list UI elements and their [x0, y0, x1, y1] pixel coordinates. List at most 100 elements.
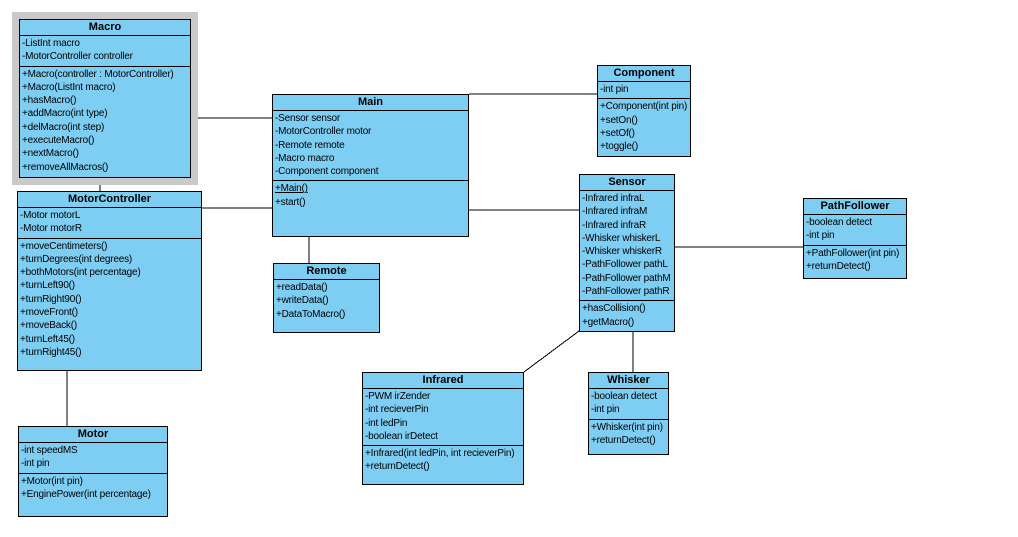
- method: +setOn(): [600, 114, 638, 126]
- attributes-compartment: -int speedMS -int pin: [19, 442, 167, 473]
- attribute: -Whisker whiskerR: [582, 246, 662, 258]
- method: +PathFollower(int pin): [806, 247, 900, 259]
- method: +EnginePower(int percentage): [21, 488, 151, 500]
- class-main[interactable]: Main -Sensor sensor -MotorController moto…: [272, 94, 469, 237]
- attribute: -PathFollower pathL: [582, 259, 668, 271]
- attributes-compartment: -ListInt macro -MotorController controlle…: [20, 35, 190, 66]
- methods-compartment: +hasCollision()+getMacro(): [580, 300, 674, 331]
- method: +writeData(): [276, 295, 329, 307]
- method: +Whisker(int pin): [591, 421, 663, 433]
- class-motor[interactable]: Motor -int speedMS -int pin +Motor(int pi…: [18, 426, 168, 517]
- method: +returnDetect(): [806, 260, 871, 272]
- class-title: Sensor: [608, 176, 646, 188]
- method: +removeAllMacros(): [22, 161, 109, 173]
- method: +DataToMacro(): [276, 308, 346, 320]
- method: +getMacro(): [582, 316, 634, 328]
- class-sensor[interactable]: Sensor -Infrared infraL-Infrared infraM-…: [579, 174, 675, 332]
- method: +Component(int pin): [600, 101, 688, 113]
- method: +turnLeft90(): [20, 280, 75, 292]
- class-title: Macro: [88, 21, 122, 33]
- attribute: -int pin: [806, 230, 835, 242]
- method: +returnDetect(): [365, 461, 430, 473]
- class-title: PathFollower: [820, 200, 890, 212]
- attribute: -Whisker whiskerL: [582, 232, 661, 244]
- methods-compartment: +moveCentimeters()+turnDegrees(int degre…: [18, 237, 201, 370]
- attributes-compartment: -Motor motorL -Motor motorR: [18, 207, 201, 238]
- attributes-compartment: -boolean detect -int pin: [804, 214, 906, 245]
- class-title: Motor: [77, 428, 109, 440]
- method: +returnDetect(): [591, 434, 656, 446]
- method: +Main(): [275, 183, 308, 195]
- class-remote[interactable]: Remote +readData() +writeData()+DataToMac…: [273, 263, 380, 333]
- method: +readData(): [276, 282, 328, 293]
- method: +turnLeft45(): [20, 333, 75, 345]
- methods-compartment: +Main()+start(): [273, 180, 468, 236]
- class-whisker[interactable]: Whisker -boolean detect-int pin +Whisker…: [588, 372, 669, 455]
- attribute: -boolean detect: [806, 217, 872, 228]
- attribute: -int pin: [591, 404, 620, 416]
- attributes-compartment: -int pin: [598, 81, 690, 98]
- attribute: -MotorController controller: [22, 51, 133, 63]
- method: +hasMacro(): [22, 95, 77, 107]
- method: +moveBack(): [20, 320, 77, 332]
- attributes-compartment: -boolean detect-int pin: [589, 388, 668, 419]
- attribute: -Infrared infraM: [582, 206, 648, 218]
- methods-compartment: +PathFollower(int pin)+returnDetect(): [804, 244, 906, 278]
- class-infrared[interactable]: Infrared -PWM irZender-int recieverPin-i…: [362, 372, 524, 485]
- methods-compartment: +Whisker(int pin)+returnDetect(): [589, 418, 668, 454]
- attribute: -int ledPin: [365, 417, 408, 429]
- method: +setOf(): [600, 127, 635, 139]
- class-motorcontroller[interactable]: MotorController -Motor motorL-Motor moto…: [17, 191, 202, 371]
- method: +hasCollision(): [582, 303, 646, 315]
- attribute: -ListInt macro: [22, 38, 80, 49]
- method: +executeMacro(): [22, 135, 95, 147]
- class-title: MotorController: [67, 193, 152, 205]
- class-pathfollower[interactable]: PathFollower -boolean detect -int pin +Pa…: [803, 198, 907, 279]
- attribute: -int pin: [21, 458, 50, 470]
- attribute: -MotorController motor: [275, 126, 372, 138]
- methods-compartment: +Motor(int pin)+EnginePower(int percenta…: [19, 472, 167, 516]
- class-title: Infrared: [422, 374, 464, 386]
- class-title: Main: [357, 96, 384, 108]
- attribute: -Motor motorL: [20, 210, 81, 221]
- methods-compartment: +readData() +writeData()+DataToMacro(): [274, 279, 379, 332]
- method: +Infrared(int ledPin, int recieverPin): [365, 448, 515, 460]
- attribute: -boolean irDetect: [365, 430, 438, 442]
- methods-compartment: +Macro(controller : MotorController)+Mac…: [20, 65, 190, 177]
- attribute: -Macro macro: [275, 152, 335, 164]
- attribute: -Component component: [275, 166, 379, 178]
- attribute: -PathFollower pathR: [582, 286, 670, 298]
- attribute: -Infrared infraR: [582, 219, 647, 231]
- method: +moveFront(): [20, 307, 78, 319]
- attributes-compartment: -PWM irZender-int recieverPin-int ledPin…: [363, 388, 523, 445]
- method: +bothMotors(int percentage): [20, 267, 141, 279]
- method: +nextMacro(): [22, 148, 79, 160]
- methods-compartment: +Component(int pin)+setOn()+setOf()+togg…: [598, 98, 690, 156]
- method: +turnRight90(): [20, 293, 82, 305]
- method: +Macro(ListInt macro): [22, 81, 116, 93]
- method: +addMacro(int type): [22, 108, 108, 120]
- method: +moveCentimeters(): [20, 240, 108, 252]
- method: +turnDegrees(int degrees): [20, 253, 133, 265]
- method: +delMacro(int step): [22, 121, 105, 133]
- method: +start(): [275, 196, 306, 208]
- attribute: -Remote remote: [275, 139, 345, 151]
- methods-compartment: +Infrared(int ledPin, int recieverPin)+r…: [363, 445, 523, 484]
- class-component[interactable]: Component -int pin +Component(int pin)+s…: [597, 65, 691, 157]
- attributes-compartment: -Infrared infraL -Infrared infraM-Infrare…: [580, 190, 674, 300]
- attribute: -Motor motorR: [20, 223, 82, 235]
- class-title: Remote: [306, 265, 347, 277]
- attribute: -Sensor sensor: [275, 113, 341, 124]
- attribute: -int speedMS: [21, 445, 78, 456]
- method: +turnRight45(): [20, 346, 82, 358]
- attribute: -Infrared infraL: [582, 193, 645, 204]
- method: +Macro(controller : MotorController): [22, 68, 174, 80]
- attribute: -int pin: [600, 84, 629, 95]
- attribute: -int recieverPin: [365, 404, 429, 416]
- connector-sensor-infrared[interactable]: [523, 330, 580, 373]
- method: +Motor(int pin): [21, 475, 83, 487]
- class-title: Whisker: [607, 374, 650, 386]
- class-macro[interactable]: Macro -ListInt macro -MotorController con…: [19, 19, 191, 178]
